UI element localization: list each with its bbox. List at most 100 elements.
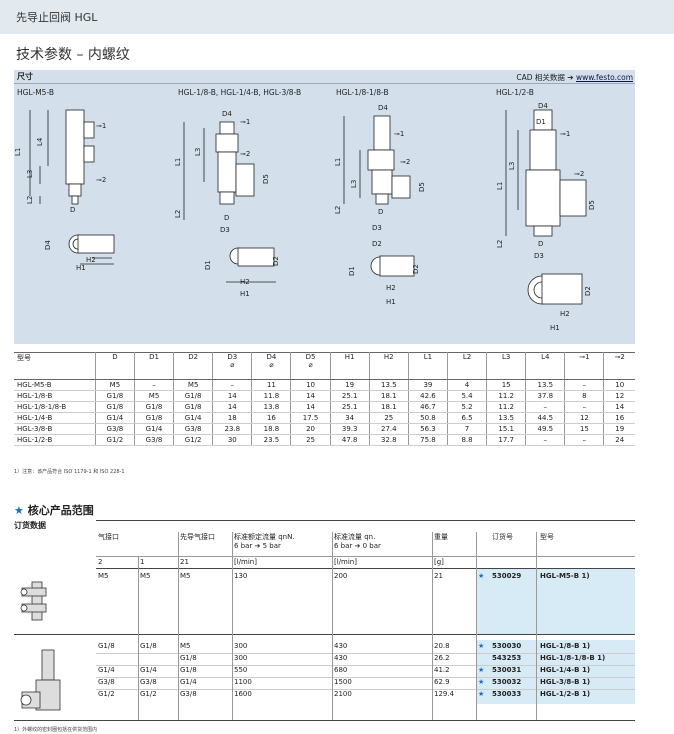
- label-d: D: [378, 208, 383, 216]
- spec-cell: HGL-1/4-B: [14, 412, 96, 424]
- spec-cell: –: [134, 379, 175, 391]
- order-cell-qn: 1500: [334, 678, 352, 686]
- spec-cell: 6.5: [447, 412, 488, 424]
- order-cell-qn: 200: [334, 572, 348, 580]
- hdr-part-no: 订货号: [492, 533, 513, 541]
- order-cell-w: 26.2: [434, 654, 450, 662]
- star-icon: ★: [478, 678, 485, 686]
- header-bar: 先导止回阀 HGL: [0, 0, 674, 34]
- product-images: [20, 581, 61, 711]
- label-d1: D1: [204, 260, 212, 270]
- spec-cell: 20: [290, 423, 331, 435]
- sub-flow2-unit: [l/min]: [334, 558, 357, 566]
- spec-header-label: D4: [266, 353, 277, 362]
- order-cell-p1: M5: [140, 572, 151, 580]
- spec-cell: 13.5: [486, 412, 527, 424]
- label-d: D: [70, 206, 75, 214]
- order-cell-w: 41.2: [434, 666, 450, 674]
- spec-header-label: L1: [423, 353, 433, 362]
- dimension-drawing: 尺寸 CAD 相关数据 ➔ www.festo.com HGL-M5-B HGL…: [14, 70, 635, 344]
- order-cell-qnn: 130: [234, 572, 248, 580]
- spec-cell: 13.8: [251, 401, 292, 413]
- spec-cell: 17.5: [290, 412, 331, 424]
- spec-cell: G1/4: [134, 423, 175, 435]
- spec-header-0: 型号: [14, 352, 96, 380]
- label-l1: L1: [334, 158, 342, 166]
- spec-cell: G1/8: [95, 401, 135, 413]
- label-h2: H2: [240, 278, 250, 286]
- spec-cell: 8: [564, 390, 605, 402]
- order-table: 订货数据 气接口 先导气接口 标准额定流量 qnN. 6 bar ➔ 5 bar…: [14, 520, 635, 722]
- spec-cell: 14: [290, 390, 331, 402]
- spec-cell: 18.1: [369, 401, 409, 413]
- spec-header-label: L4: [541, 353, 550, 362]
- spec-cell: 14: [212, 401, 253, 413]
- label-sw1: ⊸1: [240, 118, 250, 126]
- spec-cell: 12: [603, 390, 635, 402]
- star-icon: ★: [478, 642, 485, 650]
- order-cell-pn: 543253: [492, 654, 522, 662]
- label-d: D: [224, 214, 229, 222]
- spec-cell: 5.2: [447, 401, 488, 413]
- order-cell-pn: 530030: [492, 642, 522, 650]
- spec-header-13: ⊸1: [564, 352, 605, 380]
- spec-header-label: D1: [149, 353, 159, 362]
- label-l3: L3: [26, 170, 34, 178]
- variant-label-1-8-1-8: HGL-1/8-1/8-B: [336, 88, 389, 97]
- label-l2: L2: [496, 240, 504, 248]
- order-cell-type: HGL-1/2-B 1): [540, 690, 591, 698]
- order-cell-p21: G1/8: [180, 666, 197, 674]
- order-cell-p1: G1/8: [140, 642, 157, 650]
- spec-cell: G1/8: [134, 412, 175, 424]
- spec-cell: 56.3: [408, 423, 448, 435]
- label-l1: L1: [174, 158, 182, 166]
- label-d5: D5: [262, 174, 270, 184]
- spec-cell: G3/8: [134, 434, 175, 446]
- spec-cell: M5: [95, 379, 135, 391]
- order-cell-p2: G1/8: [98, 642, 115, 650]
- label-d5: D5: [418, 182, 426, 192]
- highlight-group2: [476, 640, 635, 704]
- label-d1: D1: [348, 266, 356, 276]
- spec-cell: 10: [290, 379, 331, 391]
- spec-cell: 47.8: [330, 434, 370, 446]
- cad-text: CAD 相关数据 ➔: [516, 73, 576, 82]
- label-d4: D4: [538, 102, 548, 110]
- drawing-standard: [183, 121, 276, 283]
- spec-cell: 18.1: [369, 390, 409, 402]
- hdr-std-flow2: 标准流量 qn.: [334, 533, 376, 541]
- spec-cell: 75.8: [408, 434, 448, 446]
- spec-cell: 15.1: [486, 423, 527, 435]
- drawing-1-8-1-8: [343, 115, 415, 277]
- cad-link[interactable]: www.festo.com: [575, 73, 633, 82]
- spec-cell: 5.4: [447, 390, 488, 402]
- spec-header-14: ⊸2: [603, 352, 635, 380]
- spec-cell: HGL-1/8-B: [14, 390, 96, 402]
- order-title: 订货数据: [14, 521, 46, 530]
- spec-header-12: L4: [525, 352, 566, 380]
- spec-cell: –: [564, 401, 605, 413]
- spec-cell: G1/2: [173, 434, 214, 446]
- spec-cell: 16: [603, 412, 635, 424]
- spec-cell: G1/8: [173, 401, 214, 413]
- spec-cell: M5: [134, 390, 175, 402]
- order-cell-w: 129.4: [434, 690, 455, 698]
- spec-cell: G1/8: [173, 390, 214, 402]
- label-sw2: ⊸2: [400, 158, 410, 166]
- star-icon: ★: [478, 666, 485, 674]
- label-d5: D5: [588, 200, 596, 210]
- label-d3: D3: [372, 224, 382, 232]
- label-d: D: [538, 240, 543, 248]
- order-cell-qnn: 300: [234, 654, 248, 662]
- order-cell-pn: 530033: [492, 690, 522, 698]
- spec-cell: 8.8: [447, 434, 488, 446]
- variant-label-m5: HGL-M5-B: [17, 88, 55, 97]
- spec-header-11: L3: [486, 352, 527, 380]
- label-d4: D4: [222, 110, 232, 118]
- spec-header-label: 型号: [17, 354, 31, 362]
- star-icon: ★: [478, 690, 485, 698]
- spec-cell: 42.6: [408, 390, 448, 402]
- spec-cell: –: [212, 379, 253, 391]
